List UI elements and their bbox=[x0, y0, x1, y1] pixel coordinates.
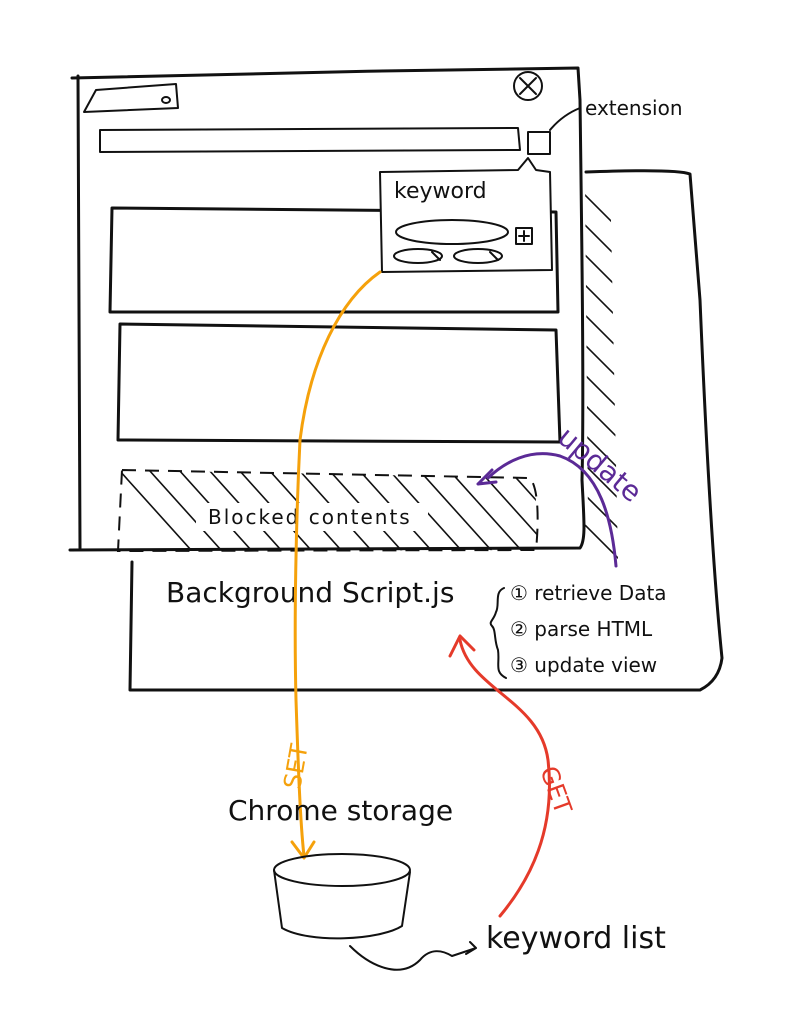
set-arrow: SET bbox=[278, 270, 382, 860]
popup-title: keyword bbox=[394, 179, 487, 204]
address-bar[interactable] bbox=[99, 127, 521, 153]
browser-tab[interactable] bbox=[83, 83, 179, 113]
blocked-contents-label: Blocked contents bbox=[208, 505, 412, 529]
extension-label: extension bbox=[585, 96, 683, 120]
tab-close-icon[interactable] bbox=[161, 96, 171, 104]
chip-remove-icon[interactable] bbox=[431, 251, 441, 261]
chip-remove-icon[interactable] bbox=[489, 251, 499, 261]
step-brace bbox=[489, 587, 507, 679]
close-icon[interactable] bbox=[513, 71, 543, 101]
keyword-chip-2[interactable] bbox=[453, 248, 503, 264]
keyword-input[interactable] bbox=[395, 219, 509, 245]
step-3: ③ update view bbox=[510, 653, 657, 677]
keyword-chip-1[interactable] bbox=[393, 248, 443, 264]
get-arrow: GET bbox=[448, 634, 577, 918]
get-label: GET bbox=[534, 762, 577, 817]
plus-icon[interactable] bbox=[515, 227, 533, 245]
browser-window: extension Blo bbox=[68, 66, 683, 553]
step-2: ② parse HTML bbox=[510, 617, 653, 641]
side-shadow-hatching bbox=[578, 179, 618, 560]
set-label: SET bbox=[278, 741, 313, 791]
keyword-popup: keyword bbox=[379, 157, 553, 273]
blocked-contents: Blocked contents bbox=[116, 468, 539, 553]
extension-button[interactable] bbox=[527, 131, 551, 155]
keyword-list-connector bbox=[349, 941, 477, 971]
storage-title: Chrome storage bbox=[228, 794, 453, 827]
content-block-2 bbox=[116, 322, 562, 444]
keyword-list-label: keyword list bbox=[486, 921, 666, 956]
background-script-title: Background Script.js bbox=[166, 576, 454, 609]
step-1: ① retrieve Data bbox=[510, 581, 667, 605]
storage-cylinder-icon bbox=[273, 853, 411, 940]
